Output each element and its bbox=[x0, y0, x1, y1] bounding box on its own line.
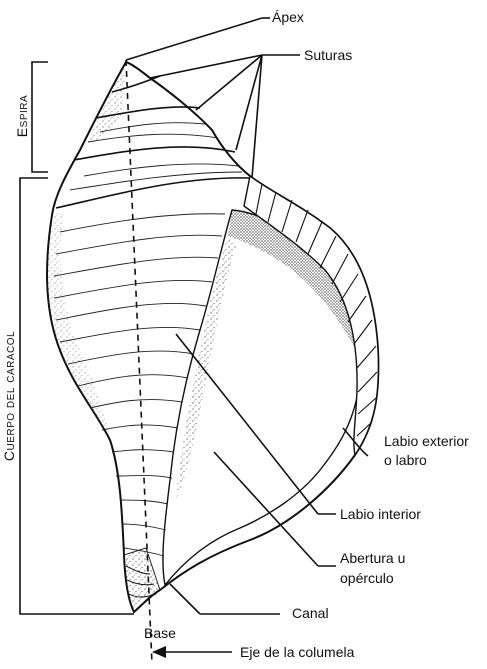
label-spire: Espira bbox=[15, 86, 29, 146]
label-canal: Canal bbox=[292, 606, 329, 620]
label-aperture-line2: opérculo bbox=[340, 571, 394, 585]
label-base: Base bbox=[144, 626, 176, 640]
label-sutures: Suturas bbox=[304, 48, 352, 62]
label-axis: Eje de la columela bbox=[240, 645, 354, 659]
label-outer-lip-line1: Labio exterior bbox=[384, 434, 469, 448]
label-outer-lip-line2: o labro bbox=[384, 453, 427, 467]
spire-bracket bbox=[32, 62, 48, 172]
label-body: Cuerpo del caracol bbox=[2, 301, 16, 491]
label-inner-lip: Labio interior bbox=[340, 507, 421, 521]
label-aperture-line1: Abertura u bbox=[340, 551, 405, 565]
axis-arrow-head bbox=[152, 646, 166, 658]
label-apex: Ápex bbox=[272, 10, 304, 24]
